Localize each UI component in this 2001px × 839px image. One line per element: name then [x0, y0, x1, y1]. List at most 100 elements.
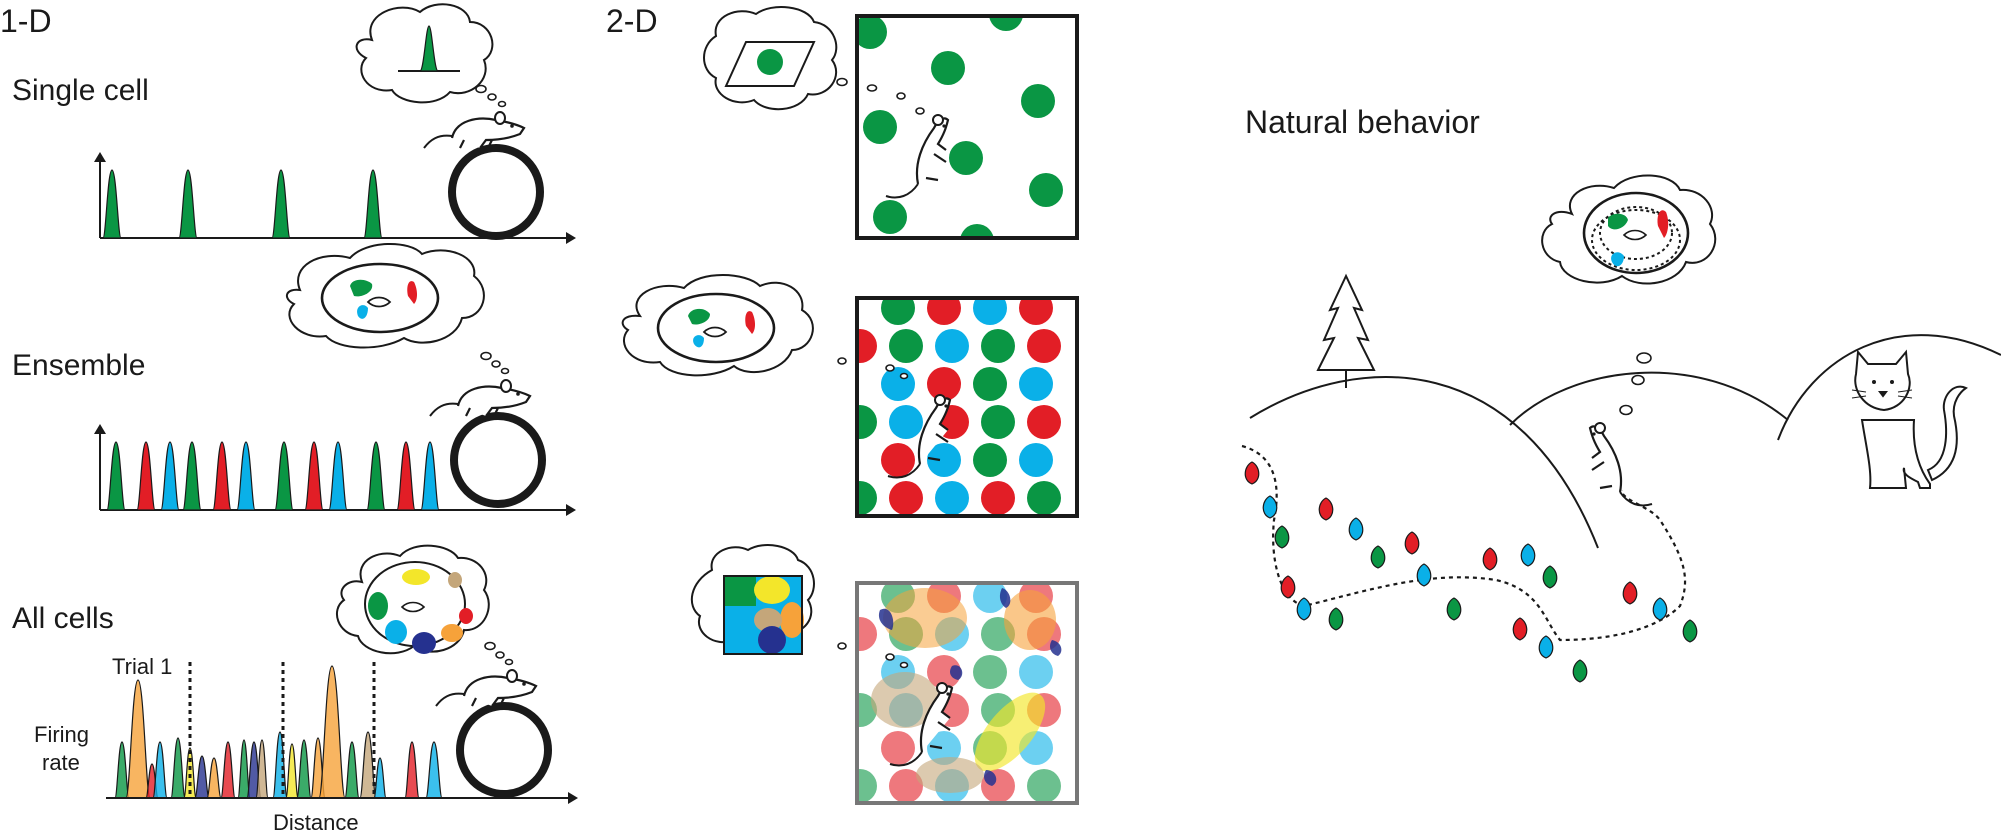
place-field-drop — [1296, 597, 1312, 621]
single-cell-peaks — [102, 169, 383, 239]
place-field-drop — [1482, 547, 1498, 571]
place-field-drop — [1542, 565, 1558, 589]
place-field-dot — [973, 367, 1007, 401]
place-field-drop — [1328, 607, 1344, 631]
place-field-dot — [857, 769, 877, 803]
place-field-dot — [981, 405, 1015, 439]
place-field-dot — [1027, 405, 1061, 439]
place-field-dot — [889, 769, 923, 803]
mouse-icon — [1588, 421, 1654, 507]
thought-bubble-icon — [690, 544, 909, 669]
place-field-drop — [1622, 581, 1638, 605]
firing-peak — [114, 741, 130, 799]
ensemble-peaks — [106, 441, 440, 511]
place-field-drop — [1274, 525, 1290, 549]
place-field-drop — [1280, 575, 1296, 599]
firing-peak — [212, 441, 232, 511]
x-axis-label: Distance — [273, 810, 359, 835]
trial-label: Trial 1 — [112, 654, 172, 679]
firing-peak — [366, 441, 386, 511]
row-label-ensemble: Ensemble — [12, 349, 145, 382]
place-field-drop — [1318, 497, 1334, 521]
place-field-dot — [889, 329, 923, 363]
firing-peak — [206, 757, 222, 799]
place-field-drop — [1682, 619, 1698, 643]
thought-bubble-icon — [285, 243, 510, 375]
place-field-dot — [1019, 655, 1053, 689]
place-field-drop — [1652, 597, 1668, 621]
place-field-dot — [1019, 298, 1053, 325]
place-field-dot — [935, 481, 969, 515]
place-field-dot — [881, 443, 915, 477]
firing-peak — [304, 441, 324, 511]
place-field-dot — [1019, 443, 1053, 477]
place-field-dot — [1027, 481, 1061, 515]
firing-peak — [106, 441, 126, 511]
mouse-icon — [434, 668, 538, 708]
place-field-drop — [1538, 635, 1554, 659]
place-field-dot — [889, 405, 923, 439]
arena-single-cell — [855, 14, 1079, 240]
panel-label-1d: 1-D — [0, 3, 52, 39]
thought-bubble-icon — [703, 6, 925, 115]
firing-peak — [425, 741, 443, 799]
firing-peak — [296, 739, 312, 799]
y-axis-label-line2: rate — [42, 750, 80, 775]
row-label-all-cells: All cells — [12, 602, 114, 635]
y-axis-label-line1: Firing — [34, 722, 89, 747]
mouse-icon — [428, 378, 532, 418]
firing-peak — [272, 731, 288, 799]
place-field-drop — [1520, 543, 1536, 567]
firing-peak — [102, 169, 122, 239]
arena-all-cells — [855, 581, 1079, 805]
place-field-dot — [881, 731, 915, 765]
firing-peak — [170, 737, 186, 799]
firing-peak — [178, 169, 198, 239]
place-field-dot — [927, 298, 961, 325]
thought-bubble-icon — [336, 544, 514, 666]
place-field-dot — [927, 655, 961, 689]
mouse-icon — [422, 110, 526, 150]
firing-peak — [285, 743, 299, 799]
row-label-single-cell: Single cell — [12, 74, 149, 107]
place-field-dot — [889, 481, 923, 515]
firing-peak — [160, 441, 180, 511]
place-field-dot — [935, 329, 969, 363]
place-field-dot — [981, 481, 1015, 515]
place-field-dot — [857, 329, 877, 363]
panel-label-2d: 2-D — [606, 3, 658, 39]
thought-bubble-icon — [355, 3, 507, 108]
place-field-dot — [973, 298, 1007, 325]
firing-peak — [396, 441, 416, 511]
place-field-dot — [973, 583, 1007, 613]
place-field-drop — [1512, 617, 1528, 641]
place-field-drop — [1572, 659, 1588, 683]
hills — [1249, 334, 2001, 549]
firing-peak — [125, 679, 151, 799]
cat-icon — [1851, 349, 1968, 489]
place-field-dot — [1027, 769, 1061, 803]
place-field-dot — [857, 405, 877, 439]
firing-peak — [255, 739, 269, 799]
firing-peak — [404, 741, 420, 799]
firing-peak — [318, 665, 346, 799]
place-field-dot — [927, 367, 961, 401]
firing-peak — [183, 747, 197, 799]
place-field-dot — [881, 298, 915, 325]
firing-peak — [359, 731, 377, 799]
place-field-dot — [1027, 329, 1061, 363]
place-field-drop — [1244, 461, 1260, 485]
place-field-drop — [1370, 545, 1386, 569]
firing-peak — [328, 441, 348, 511]
firing-peak — [274, 441, 294, 511]
tree-icon — [1316, 273, 1376, 388]
place-field-drop — [1446, 597, 1462, 621]
place-field-dot — [1019, 367, 1053, 401]
firing-peak — [373, 757, 387, 799]
thought-bubble-icon — [621, 274, 909, 380]
place-field-dot — [857, 617, 877, 651]
thought-bubble-icon — [1541, 174, 1717, 416]
firing-peak — [363, 169, 383, 239]
place-field-drop — [1262, 495, 1278, 519]
